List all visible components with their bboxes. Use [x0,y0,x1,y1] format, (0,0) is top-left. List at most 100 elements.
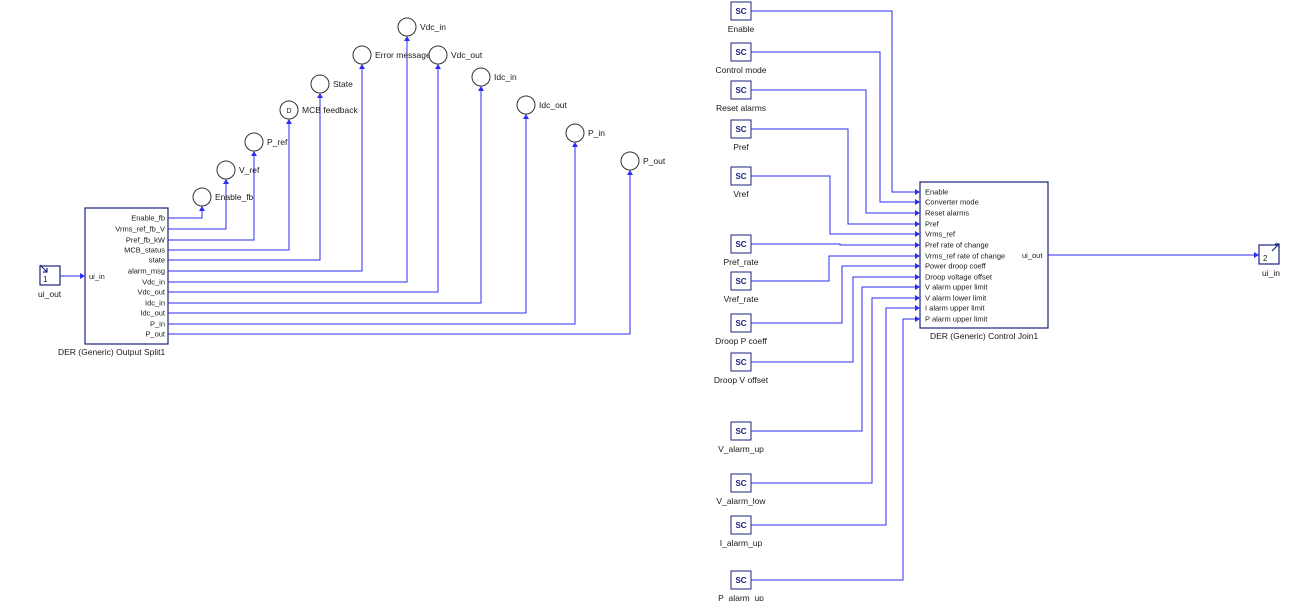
probe-label: Enable_fb [215,192,254,202]
probe-error-message[interactable]: Error message [352,45,431,65]
probe-label: Error message [375,50,431,60]
probe-circle-icon[interactable] [565,123,585,143]
probe-idc-in[interactable]: Idc_in [471,67,517,87]
sc-source-p-alarm-up[interactable]: SCP_alarm_up [718,570,764,601]
probe-circle-icon[interactable] [397,17,417,37]
join-wire [751,128,916,225]
arrow-head [404,36,410,41]
sc-source-v-alarm-low[interactable]: SC V_alarm_low [716,473,766,506]
sc-source-i-alarm-up[interactable]: SCI_alarm_up [720,515,763,548]
join-input-port-label: Reset alarms [925,209,969,218]
split-output-port-label: P_in [150,320,165,329]
probe-wire [168,123,290,251]
probe-circle-icon[interactable] [192,187,212,207]
split-output-port-label: Enable_fb [131,214,165,223]
join-input-port-label: V alarm upper limit [925,283,988,292]
join-wire [751,297,916,484]
sc-source-label: Reset alarms [716,103,766,113]
output-port-box[interactable] [1258,244,1280,265]
probe-label: P_out [643,156,666,166]
sc-source-v-alarm-up[interactable]: SCV_alarm_up [718,421,764,454]
arrow-head [915,199,920,205]
arrow-head [317,93,323,98]
probe-label: P_ref [267,137,288,147]
sc-icon: SC [735,319,746,328]
split-output-port-label: Vdc_in [142,278,165,287]
probe-p-in[interactable]: P_in [565,123,605,143]
control-join-box[interactable] [919,181,1049,329]
join-input-port-label: Vrms_ref rate of change [925,252,1005,261]
sc-icon: SC [735,240,746,249]
input-port-1[interactable]: 1 ui_out [38,264,62,299]
output-port-2[interactable]: 2 ui_in [1258,243,1280,278]
probe-wire [168,68,363,272]
probe-idc-out[interactable]: Idc_out [516,95,568,115]
join-input-port-label: Power droop coeff [925,262,987,271]
sc-source-label: P_alarm_up [718,593,764,601]
output-split-block[interactable]: ui_in Enable_fbVrms_ref_fb_VPref_fb_kWMC… [58,207,169,357]
probe-circle-icon[interactable] [216,160,236,180]
probe-circle-icon[interactable] [310,74,330,94]
arrow-head [435,64,441,69]
arrow-head [80,273,85,279]
probe-circle-icon[interactable] [620,151,640,171]
join-wire [751,307,916,526]
probe-label: Vdc_in [420,22,446,32]
probe-vdc-in[interactable]: Vdc_in [397,17,446,37]
arrow-head [572,142,578,147]
join-input-port-label: Vrms_ref [925,230,956,239]
probe-wire [168,146,576,325]
probe-label: Idc_in [494,72,517,82]
probe-vdc-out[interactable]: Vdc_out [428,45,483,65]
arrow-head [523,114,529,119]
output-split-box[interactable] [84,207,169,345]
arrow-head [223,179,229,184]
probe-circle-icon[interactable] [471,67,491,87]
join-wire [751,265,916,324]
probe-glyph: D [286,108,291,115]
probe-p-ref[interactable]: P_ref [244,132,288,152]
probe-circle-icon[interactable] [244,132,264,152]
split-output-port-label: Idc_in [145,299,165,308]
probe-circle-icon[interactable] [428,45,448,65]
split-output-port-label: P_out [145,330,166,339]
probe-state[interactable]: State [310,74,353,94]
sc-source-label: Enable [728,24,755,34]
probe-label: P_in [588,128,605,138]
probe-wire [168,210,203,219]
sc-icon: SC [735,479,746,488]
sc-source-label: Control mode [715,65,766,75]
probe-wire [168,90,482,304]
sc-source-label: V_alarm_low [716,496,766,506]
probe-circle-icon[interactable] [352,45,372,65]
join-wire [751,318,916,581]
join-wire [751,175,916,235]
probe-v-ref[interactable]: V_ref [216,160,260,180]
arrow-head [915,242,920,248]
probe-circle-icon[interactable] [516,95,536,115]
probe-circle-icon[interactable] [279,100,299,120]
probe-p-out[interactable]: P_out [620,151,666,171]
join-input-port-label: P alarm upper limit [925,315,988,324]
arrow-head [627,170,633,175]
probe-label: Idc_out [539,100,568,110]
arrow-head [478,86,484,91]
probe-enable-fb[interactable]: Enable_fb [192,187,254,207]
arrow-head [915,253,920,259]
probe-wire [168,68,439,293]
arrow-head [286,119,292,124]
join-wire [751,89,916,214]
